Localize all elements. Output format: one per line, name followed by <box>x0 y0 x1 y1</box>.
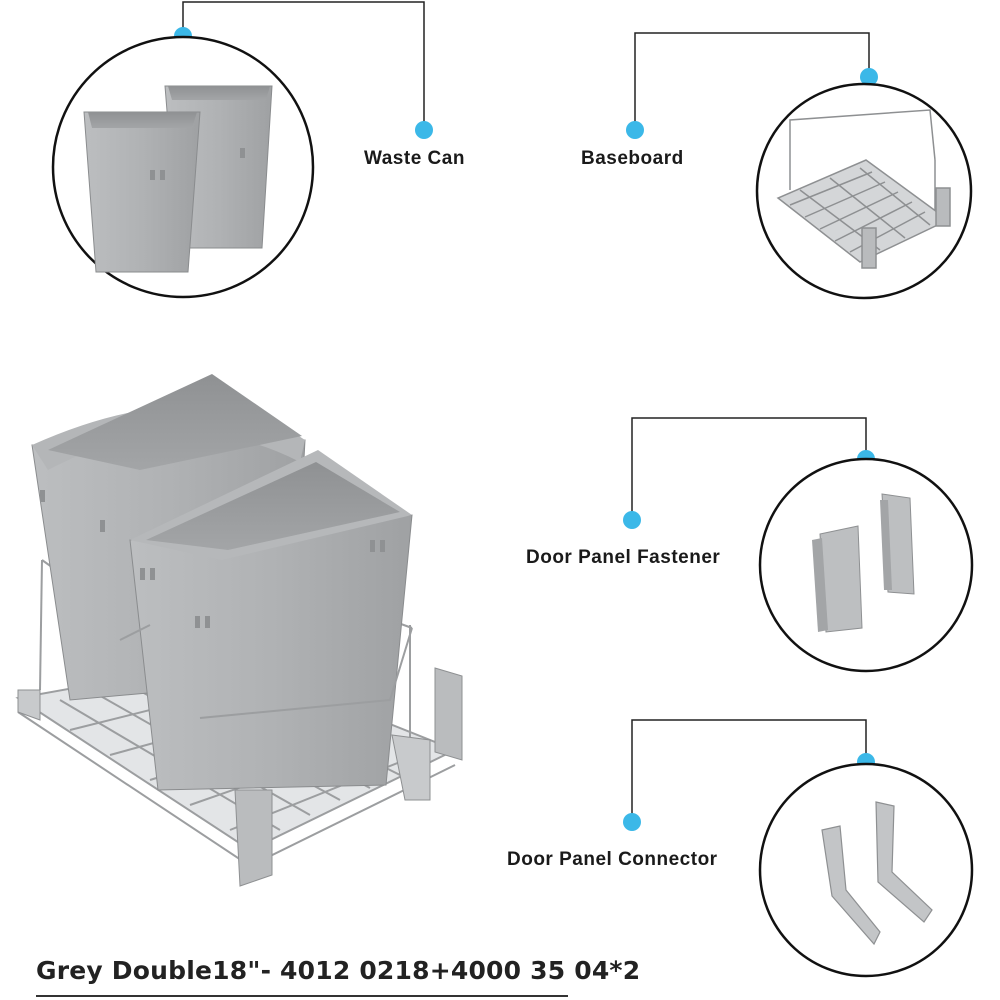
baseboard-image <box>776 109 951 269</box>
baseboard-callout <box>626 32 973 300</box>
callout-dot <box>415 121 433 139</box>
callout-dot <box>623 813 641 831</box>
fastener-callout <box>623 417 974 673</box>
callout-dot <box>860 68 878 86</box>
fastener-circle <box>758 457 974 673</box>
door-panel-fastener-label: Door Panel Fastener <box>526 547 721 568</box>
pull-out-bin-image <box>15 374 463 887</box>
waste-can-image <box>83 85 273 273</box>
caption-underline <box>36 995 568 997</box>
connector-image <box>821 801 933 946</box>
connector-circle <box>758 762 974 978</box>
baseboard-label: Baseboard <box>581 148 684 169</box>
connector-callout <box>623 719 974 978</box>
callout-dot <box>623 511 641 529</box>
product-caption: Grey Double18"- 4012 0218+4000 35 04*2 <box>36 956 641 985</box>
callout-dot <box>626 121 644 139</box>
waste-can-callout <box>51 1 433 299</box>
door-panel-connector-label: Door Panel Connector <box>507 849 718 870</box>
fastener-image <box>812 493 915 633</box>
waste-can-label: Waste Can <box>364 148 465 169</box>
